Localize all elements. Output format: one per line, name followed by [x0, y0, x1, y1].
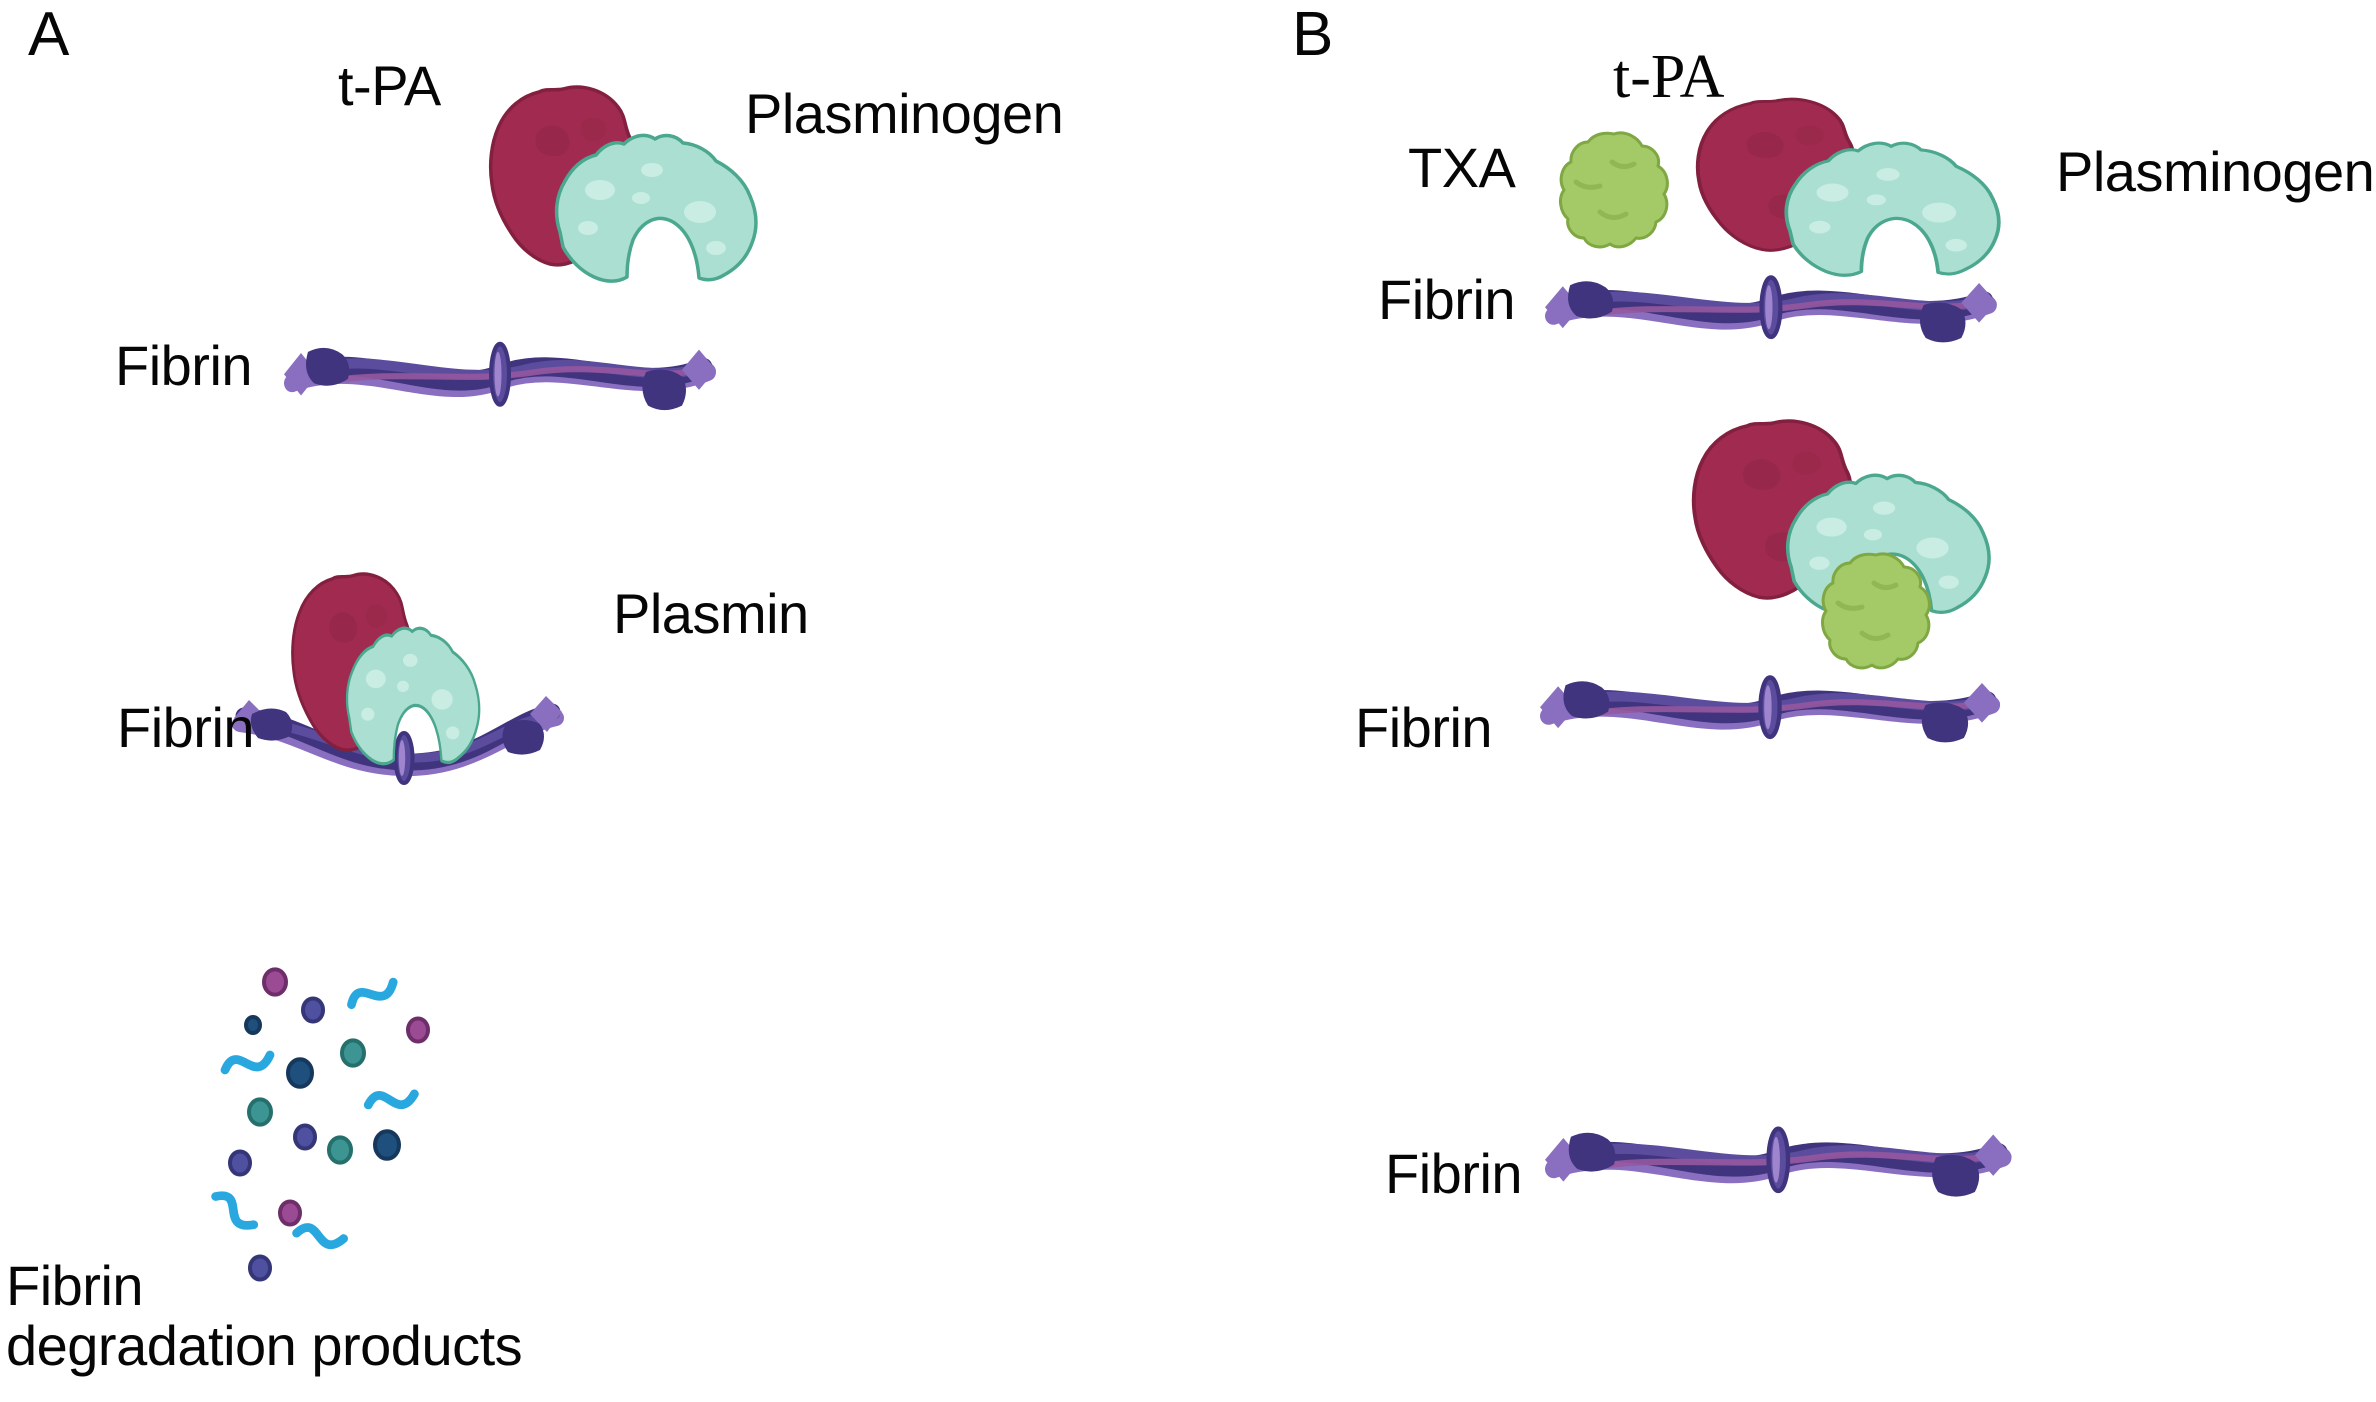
degradation-dot — [373, 1129, 401, 1161]
fibrin-degradation-products-label: Fibrin degradation products — [6, 1254, 566, 1378]
txa-molecule — [1561, 133, 1668, 247]
plasmin-label: Plasmin — [613, 582, 809, 645]
panel-a-letter: A — [28, 0, 70, 69]
fibrin-strand — [1545, 278, 1997, 343]
fibrin-degradation-products — [216, 967, 430, 1282]
fibrin-fragment-squiggle — [216, 1188, 254, 1233]
plasmin-molecule — [345, 626, 481, 766]
fibrin-fragment-squiggle — [297, 1220, 344, 1253]
degradation-dot — [406, 1016, 430, 1044]
fibrin-label: Fibrin — [117, 696, 255, 759]
degradation-dot — [340, 1038, 366, 1068]
degradation-dot — [327, 1135, 353, 1165]
fibrin-label: Fibrin — [1385, 1142, 1523, 1205]
degradation-dot — [293, 1123, 317, 1151]
degradation-dot — [244, 1014, 262, 1036]
panel-b-letter: B — [1292, 0, 1334, 69]
fibrin-strand — [1540, 678, 2000, 743]
fdp-line2: degradation products — [6, 1314, 523, 1378]
fibrin-label: Fibrin — [115, 334, 253, 397]
fibrin-fragment-squiggle — [368, 1090, 414, 1109]
fibrin-label: Fibrin — [1378, 268, 1516, 331]
txa-molecule — [1823, 554, 1930, 668]
degradation-dot — [228, 1149, 252, 1177]
fibrin-fragment-squiggle — [349, 982, 396, 1005]
plasminogen-molecule — [554, 133, 758, 283]
txa-label: TXA — [1408, 136, 1516, 199]
fibrin-strand — [1545, 1129, 2012, 1197]
degradation-dot — [248, 1254, 272, 1282]
degradation-dot — [262, 967, 288, 997]
degradation-dot — [247, 1097, 273, 1127]
plasminogen-label: Plasminogen — [745, 82, 1064, 145]
degradation-dot — [278, 1199, 302, 1227]
fibrin-strand — [284, 344, 716, 410]
degradation-dot — [286, 1057, 314, 1089]
fdp-line1: Fibrin — [6, 1254, 144, 1317]
fibrin-label: Fibrin — [1355, 696, 1493, 759]
tpa-label: t-PA — [338, 54, 441, 117]
plasminogen-label: Plasminogen — [2056, 140, 2375, 203]
plasminogen-molecule — [1784, 141, 2001, 278]
degradation-dot — [301, 996, 325, 1024]
tpa-label: t-PA — [1613, 43, 1725, 111]
fibrin-fragment-squiggle — [225, 1055, 270, 1070]
